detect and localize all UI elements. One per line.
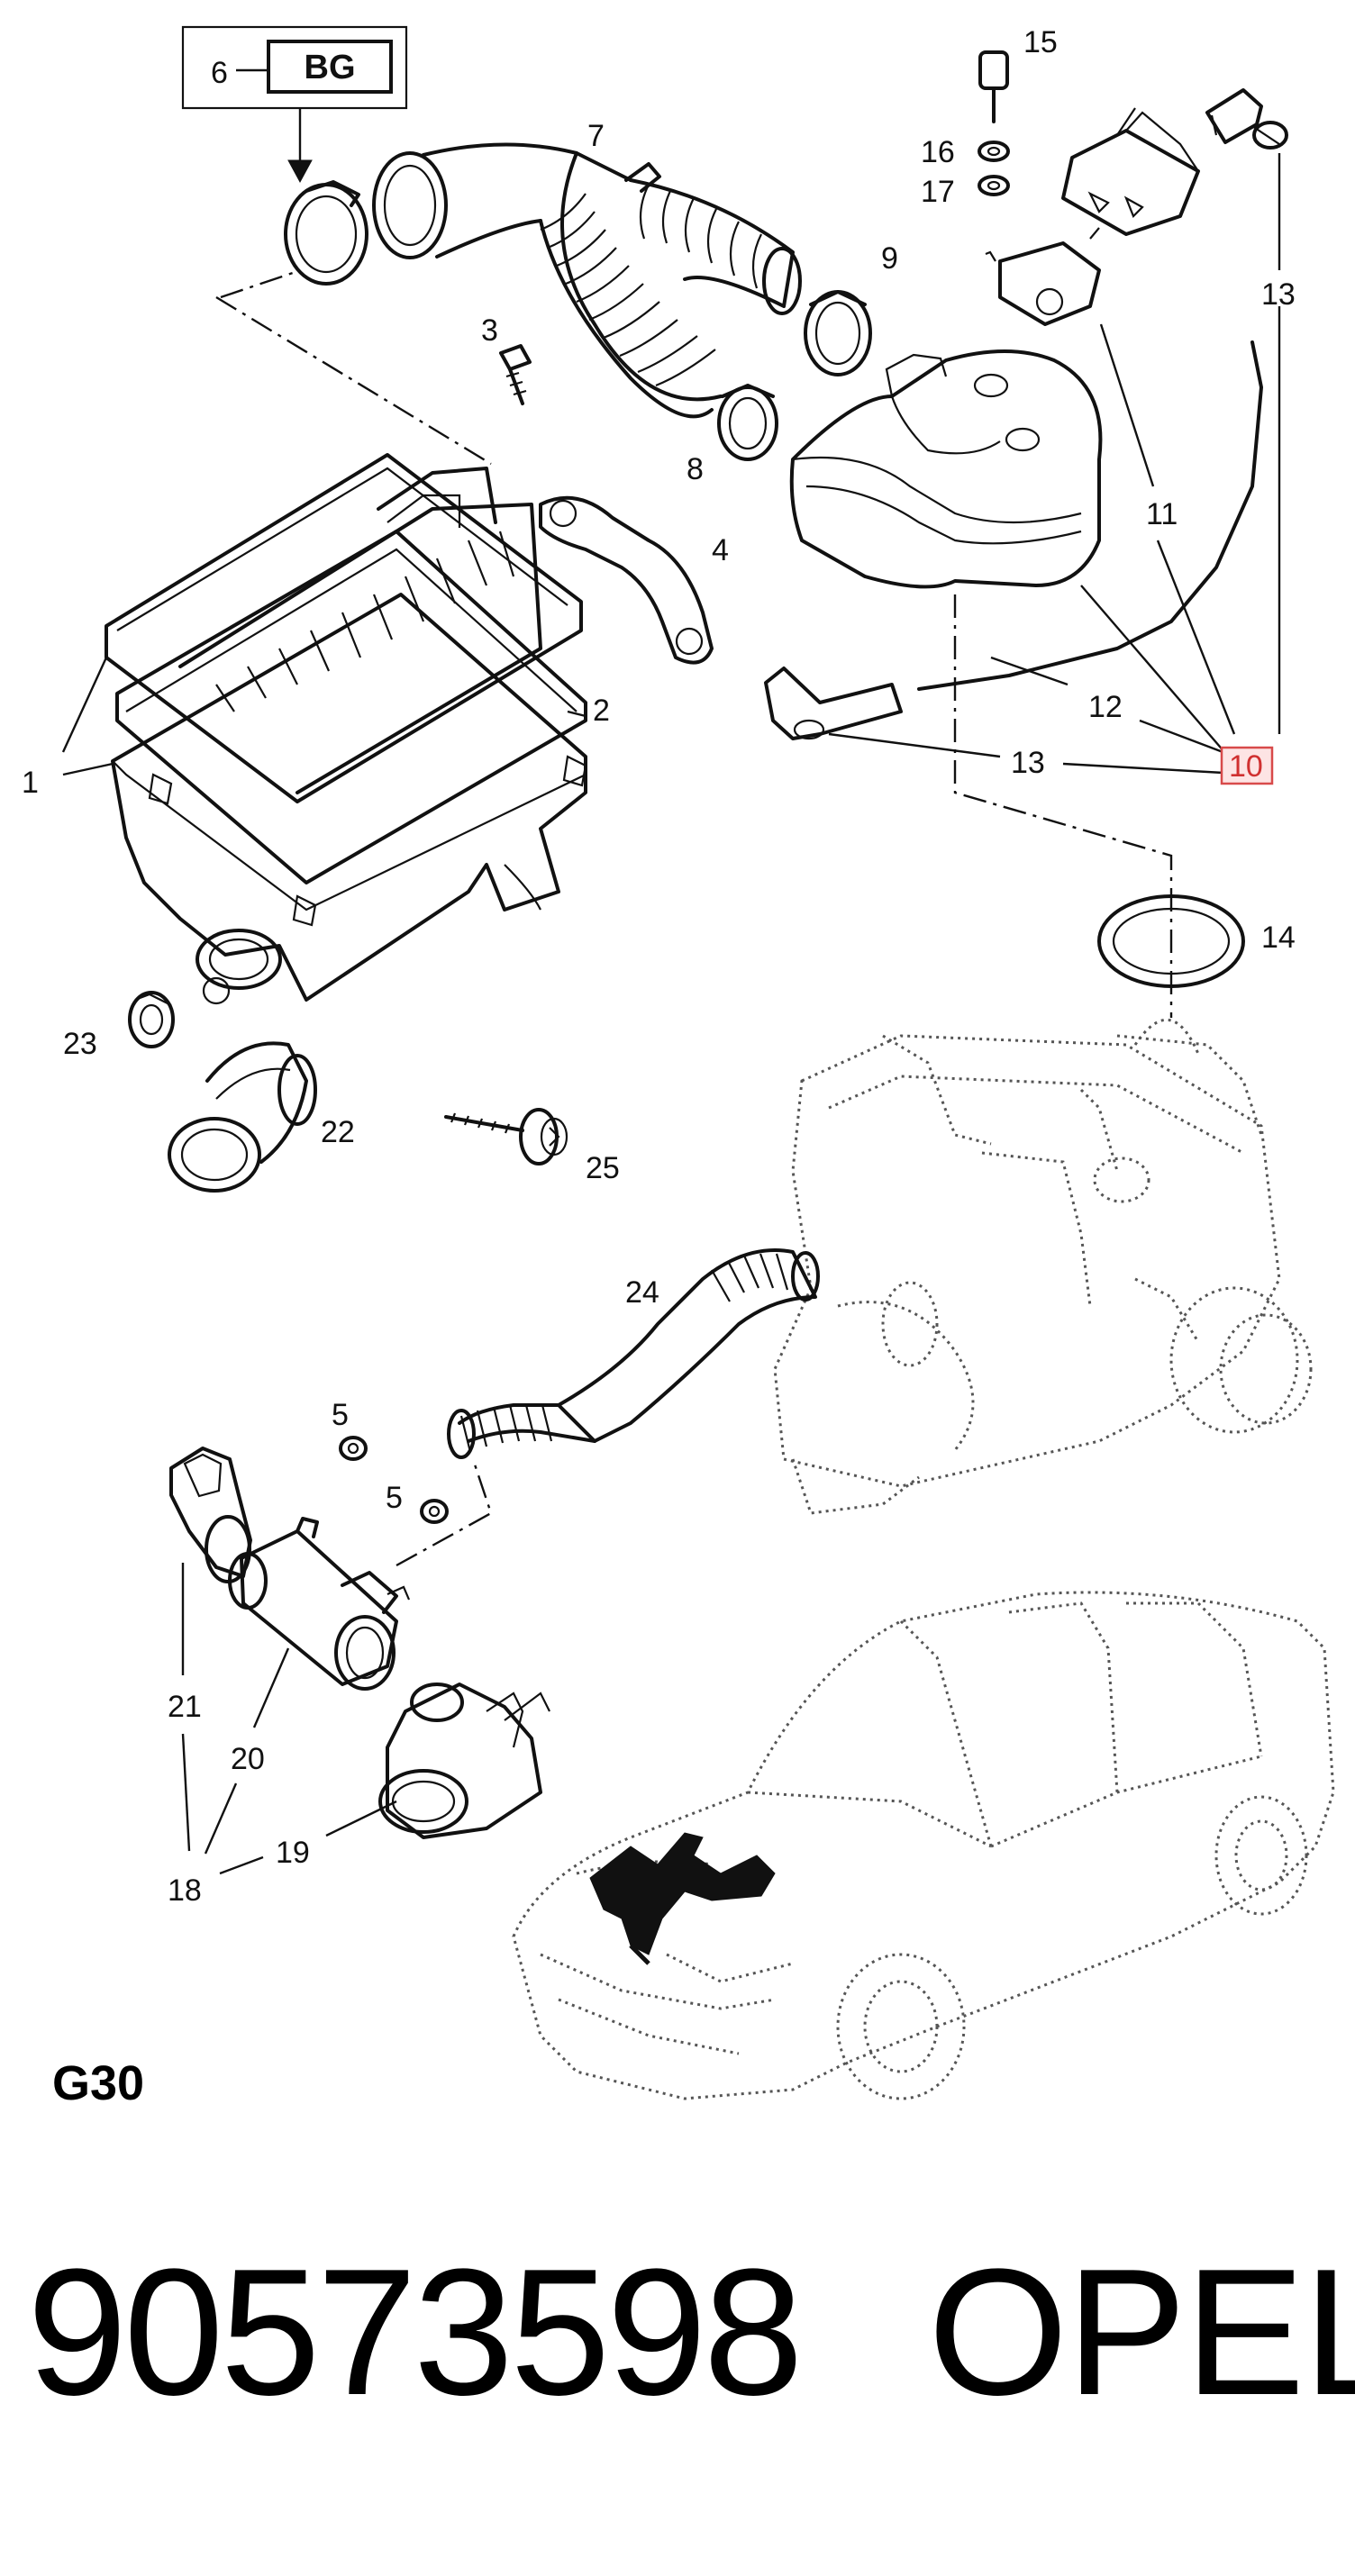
callout-22: 22 — [321, 1115, 355, 1149]
nut-5a — [339, 1436, 368, 1461]
callout-5a: 5 — [332, 1398, 349, 1432]
callout-13-lower: 13 — [1011, 746, 1045, 780]
washer-16 — [978, 141, 1010, 162]
part-number: 90573598 — [27, 2232, 804, 2433]
elbow-22 — [168, 1041, 317, 1193]
resonator-housing-10 — [789, 349, 1103, 589]
callout-25: 25 — [586, 1151, 620, 1185]
callout-6: 6 — [211, 56, 228, 90]
callout-10: 10 — [1229, 749, 1263, 784]
callout-5b: 5 — [386, 1481, 403, 1515]
callout-18: 18 — [168, 1873, 202, 1908]
kit-badge-label: BG — [305, 49, 356, 86]
callout-21: 21 — [168, 1690, 202, 1724]
callout-2: 2 — [593, 694, 610, 728]
valve-11 — [985, 227, 1101, 326]
footer: 90573598 OPEL — [0, 2243, 1355, 2477]
bolt-15 — [978, 50, 1009, 123]
car-highlight-assembly — [589, 1832, 776, 1965]
nut-5b — [420, 1499, 449, 1524]
callout-7: 7 — [587, 119, 605, 153]
intake-hose-7 — [372, 142, 802, 419]
clamp-9 — [804, 290, 872, 376]
connector-13-lower — [764, 667, 903, 740]
callout-11: 11 — [1146, 497, 1178, 531]
bolt-25 — [444, 1108, 568, 1166]
car-outline — [512, 1591, 1335, 2100]
connector-13-upper — [1205, 88, 1288, 150]
callout-1: 1 — [22, 766, 39, 800]
callout-14: 14 — [1261, 921, 1296, 955]
bracket-4 — [539, 495, 714, 665]
duct-21 — [169, 1447, 252, 1583]
highlight-box-10 — [1220, 746, 1274, 785]
brand-name: OPEL — [928, 2232, 1355, 2433]
callout-labels: 6 7 15 16 17 13 9 3 8 4 11 12 2 1 13 10 … — [22, 25, 1296, 1908]
callout-16: 16 — [921, 135, 955, 169]
callout-19: 19 — [276, 1836, 310, 1870]
clamp-8 — [717, 384, 778, 461]
housing-19 — [378, 1683, 550, 1839]
callout-15: 15 — [1023, 25, 1058, 59]
callout-4: 4 — [712, 533, 729, 567]
hose-clamp-part — [284, 180, 368, 286]
assembly-lines — [215, 271, 1173, 1567]
mounting-bracket — [1061, 107, 1200, 236]
callout-20: 20 — [231, 1742, 265, 1776]
engine-block — [773, 1019, 1313, 1515]
screw-3 — [499, 344, 532, 405]
leader-lines — [61, 153, 1281, 1875]
callout-8: 8 — [687, 452, 704, 486]
hose-24 — [447, 1248, 820, 1459]
kit-box-6: BG — [181, 25, 408, 184]
callout-9: 9 — [881, 241, 898, 276]
callout-17: 17 — [921, 175, 955, 209]
section-code: G30 — [52, 2056, 145, 2110]
grommet-23 — [128, 991, 175, 1048]
callout-12: 12 — [1088, 690, 1123, 724]
maf-sensor-20 — [228, 1517, 411, 1691]
callout-13-upper: 13 — [1261, 277, 1296, 312]
air-filter-housing — [105, 453, 587, 1005]
washer-17 — [978, 175, 1010, 196]
callout-3: 3 — [481, 313, 498, 348]
callout-23: 23 — [63, 1027, 97, 1061]
callout-24: 24 — [625, 1275, 659, 1310]
